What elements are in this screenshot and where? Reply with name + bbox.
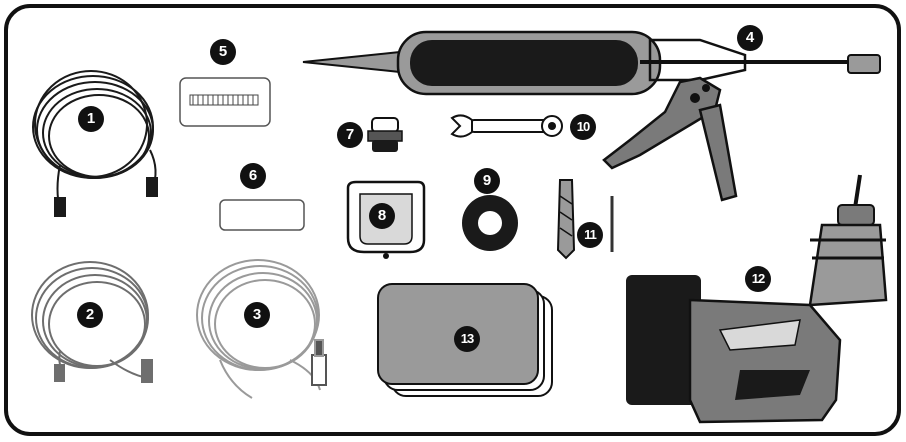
callout-3: 3 [244,302,270,328]
callout-2: 2 [77,302,103,328]
blank-label-icon [219,199,305,231]
gray-coiled-cable-icon [31,261,153,383]
callout-8: 8 [369,203,395,229]
callout-10: 10 [570,114,596,140]
light-coiled-cable-icon [196,259,327,399]
drill-bit-and-pin-icon [556,179,614,260]
callout-4: 4 [737,25,763,51]
callout-5: 5 [210,39,236,65]
callout-11: 11 [577,222,603,248]
callout-12: 12 [745,266,771,292]
callout-7: 7 [337,122,363,148]
callout-6: 6 [240,163,266,189]
callout-13: 13 [454,326,480,352]
terminal-strip-card-icon [179,77,271,127]
callout-9: 9 [474,168,500,194]
cordless-drill-icon [626,174,888,424]
rubber-washer-icon [462,195,518,251]
cable-gland-icon [367,117,403,152]
caulking-gun-icon [302,30,881,202]
black-coiled-cable-icon [32,70,158,217]
combination-wrench-icon [450,114,563,138]
callout-1: 1 [78,106,104,132]
